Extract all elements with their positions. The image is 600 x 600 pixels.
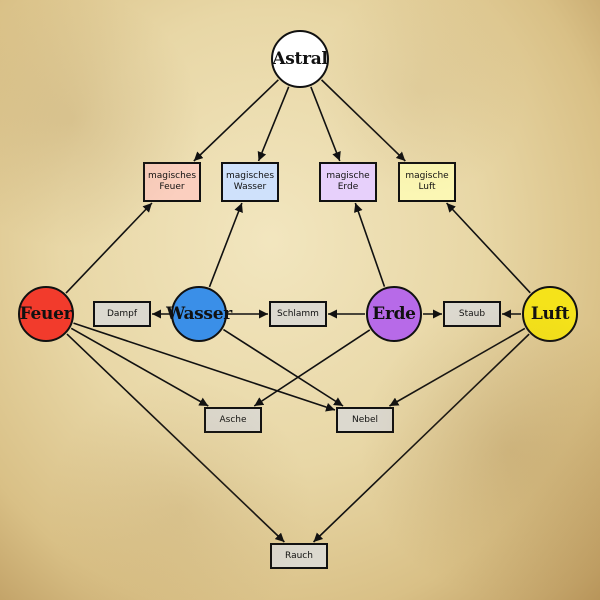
node-astral-label: Astral (272, 49, 328, 69)
edge-luft-to-rauch (312, 333, 530, 543)
node-luft-label: Luft (530, 304, 570, 324)
node-erde-label: Erde (372, 304, 416, 324)
node-magische-luft-label: magische Luft (405, 171, 449, 192)
node-astral: Astral (271, 30, 329, 88)
edge-astral-to-mag_feuer (193, 79, 279, 162)
node-magisches-wasser: magisches Wasser (221, 162, 279, 202)
edge-astral-to-mag_luft (320, 79, 406, 162)
node-nebel-label: Nebel (351, 414, 379, 425)
node-luft: Luft (522, 286, 578, 342)
node-feuer-label: Feuer (19, 304, 73, 324)
node-magisches-wasser-label: magisches Wasser (225, 171, 275, 192)
edge-wasser-to-nebel (223, 328, 344, 407)
node-schlamm-label: Schlamm (277, 308, 319, 319)
edge-erde-to-mag_erde (354, 202, 386, 287)
node-wasser-label: Wasser (166, 304, 232, 324)
node-rauch-label: Rauch (285, 550, 313, 561)
node-asche-label: Asche (219, 414, 247, 425)
node-magisches-feuer-label: magisches Feuer (147, 171, 197, 192)
node-staub: Staub (443, 301, 501, 327)
node-staub-label: Staub (458, 308, 486, 319)
node-magisches-feuer: magisches Feuer (143, 162, 201, 202)
node-dampf-label: Dampf (106, 308, 138, 319)
node-magische-erde: magische Erde (319, 162, 377, 202)
edge-luft-to-mag_luft (445, 202, 531, 294)
edge-feuer-to-asche (70, 327, 209, 407)
node-magische-luft: magische Luft (398, 162, 456, 202)
node-dampf: Dampf (93, 301, 151, 327)
node-asche: Asche (204, 407, 262, 433)
node-rauch: Rauch (270, 543, 328, 569)
edge-erde-to-asche (253, 329, 371, 407)
node-magische-erde-label: magische Erde (326, 171, 370, 192)
edge-astral-to-mag_wasser (257, 86, 290, 162)
edge-feuer-to-rauch (66, 333, 285, 543)
edge-feuer-to-nebel (73, 322, 336, 412)
edge-feuer-to-mag_feuer (65, 202, 153, 294)
node-feuer: Feuer (18, 286, 74, 342)
node-erde: Erde (366, 286, 422, 342)
node-wasser: Wasser (166, 286, 232, 342)
edge-wasser-to-mag_wasser (208, 202, 243, 288)
node-schlamm: Schlamm (269, 301, 327, 327)
edge-astral-to-mag_erde (310, 86, 341, 162)
edge-luft-to-nebel (389, 327, 526, 407)
node-nebel: Nebel (336, 407, 394, 433)
